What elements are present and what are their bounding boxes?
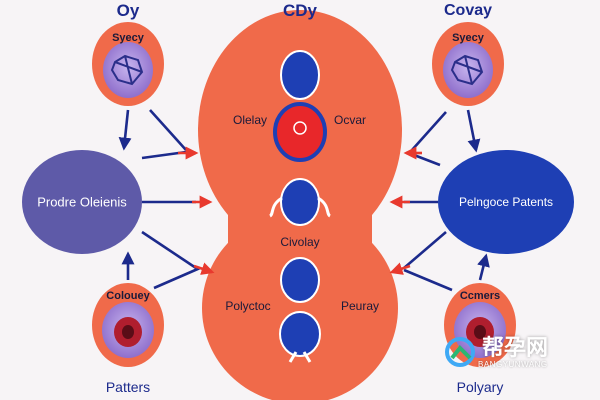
bottom-left-cell-core — [122, 325, 134, 339]
watermark-latin-text: BANGYUNWANG — [478, 360, 548, 369]
top-center-title: CDy — [282, 1, 318, 20]
arrow-bottomleft-to-center — [153, 266, 201, 290]
watermark-chinese-text: 帮孕网 — [482, 336, 549, 361]
red-arrow-right-lower — [389, 262, 411, 275]
navy-arrows — [118, 109, 490, 292]
bottom-right-cell-core — [474, 325, 486, 339]
right-node — [438, 150, 574, 254]
top-left-title: Oy — [116, 1, 140, 20]
arrow-bottomright-to-center — [403, 268, 453, 292]
top-right-cell-network — [450, 54, 484, 86]
center-cell-3 — [280, 178, 320, 226]
arrow-bottomright-to-rightnode — [477, 253, 490, 281]
arrow-topleft-to-center — [149, 109, 187, 151]
arrow-right-to-center-upper — [413, 153, 441, 167]
arrow-left-to-center-lower — [141, 230, 197, 270]
center-lower-left-label: Polyctoc — [225, 299, 271, 313]
center-cell-4 — [280, 257, 320, 303]
bottom-left-caption: Patters — [105, 379, 151, 395]
top-left-cell-label: Syecy — [112, 32, 144, 44]
center-lower-right-label: Peuray — [340, 299, 380, 313]
arrow-topleft-to-leftnode — [118, 109, 132, 151]
arrow-topright-to-center — [411, 111, 447, 151]
center-cell-5 — [279, 311, 321, 357]
center-cell-3-arms — [269, 196, 331, 218]
top-left-cell-network — [110, 54, 144, 86]
center-upper-right-label: Ocvar — [333, 113, 367, 127]
center-upper-left-label: Olelay — [232, 113, 268, 127]
right-node-label: Pelngoce Patents — [458, 195, 554, 209]
top-right-cell-label: Syecy — [452, 32, 484, 44]
center-cell-2-core — [293, 121, 307, 135]
center-cell-2 — [273, 102, 327, 162]
center-cell-1 — [280, 50, 320, 100]
arrow-right-to-center-lower — [403, 231, 447, 269]
bottom-right-cell-label: Ccmers — [459, 290, 501, 302]
bottom-right-caption: Polyary — [456, 379, 504, 395]
center-middle-label: Civolay — [280, 235, 320, 249]
red-arrows — [178, 146, 422, 275]
left-node-label: Prodre Oleienis — [37, 194, 127, 210]
watermark-logo-icon — [445, 337, 475, 367]
red-arrow-left-lower — [193, 262, 215, 275]
top-right-title: Covay — [443, 2, 493, 19]
arrow-topright-to-rightnode — [466, 109, 481, 153]
watermark: 帮孕网 BANGYUNWANG — [442, 328, 592, 376]
bottom-left-cell-label: Colouey — [106, 290, 150, 302]
left-node — [22, 150, 142, 254]
center-cell-5-arms — [288, 351, 312, 363]
